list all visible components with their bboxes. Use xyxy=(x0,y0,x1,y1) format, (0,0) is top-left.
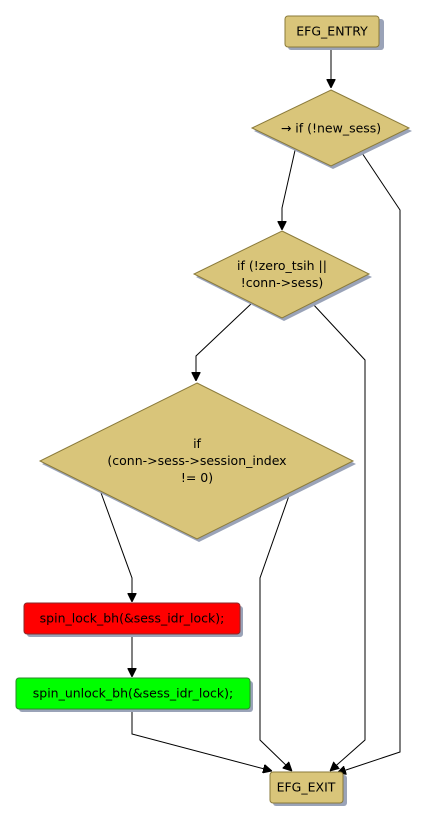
exit-box xyxy=(269,771,344,804)
entry-label: EFG_ENTRY xyxy=(296,24,368,39)
condition-session-index-line-1: if xyxy=(193,436,201,451)
exit-label: EFG_EXIT xyxy=(277,780,336,795)
entry-box xyxy=(284,15,380,48)
edge-cond3-to-exit xyxy=(259,489,292,771)
condition-session-index-line-2: (conn->sess->session_index xyxy=(107,453,286,468)
condition-zero-tsih-line-2: !conn->sess) xyxy=(241,275,323,290)
lock-label: spin_lock_bh(&sess_idr_lock); xyxy=(40,611,225,626)
condition-new-sess-diamond xyxy=(250,89,411,167)
condition-session-index[interactable]: if (conn->sess->session_index != 0) xyxy=(38,382,356,542)
condition-new-sess-label: → if (!new_sess) xyxy=(281,121,381,136)
edge-cond2-to-cond3 xyxy=(196,302,253,381)
unlock-node[interactable]: spin_unlock_bh(&sess_idr_lock); xyxy=(15,677,253,712)
lock-box xyxy=(23,602,241,635)
condition-zero-tsih[interactable]: if (!zero_tsih || !conn->sess) xyxy=(192,230,372,321)
edge-unlock-to-exit xyxy=(131,708,272,771)
exit-node[interactable]: EFG_EXIT xyxy=(269,771,347,806)
lock-node[interactable]: spin_lock_bh(&sess_idr_lock); xyxy=(23,602,243,637)
edges xyxy=(99,47,401,773)
edge-cond2-to-exit xyxy=(311,302,366,771)
edge-cond3-to-lock xyxy=(99,489,132,602)
edge-cond1-to-cond2 xyxy=(282,145,297,230)
condition-zero-tsih-diamond xyxy=(192,230,371,319)
unlock-label: spin_unlock_bh(&sess_idr_lock); xyxy=(33,686,234,701)
edge-cond1-to-exit xyxy=(337,149,401,773)
condition-session-index-line-3: != 0) xyxy=(181,470,213,485)
unlock-box xyxy=(15,677,251,710)
entry-node[interactable]: EFG_ENTRY xyxy=(284,15,384,50)
condition-new-sess[interactable]: → if (!new_sess) xyxy=(250,89,412,169)
condition-session-index-diamond xyxy=(38,382,355,540)
condition-zero-tsih-line-1: if (!zero_tsih || xyxy=(237,258,327,273)
